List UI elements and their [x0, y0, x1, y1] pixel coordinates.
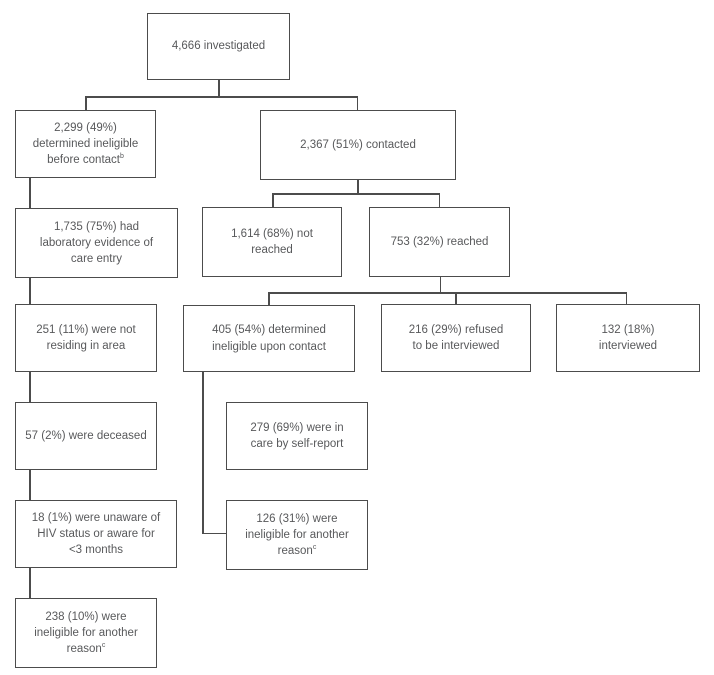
connector-line	[356, 96, 358, 111]
connector-line	[85, 96, 87, 111]
footnote-marker-b: b	[119, 153, 124, 161]
connector-line	[357, 179, 359, 194]
connector-line	[29, 371, 31, 403]
connector-line	[272, 193, 274, 208]
flow-box-ineligible-another-126: 126 (31%) were ineligible for another re…	[226, 500, 368, 570]
flow-box-text: 1,614 (68%) not reached	[231, 227, 313, 256]
footnote-marker-c: c	[312, 544, 317, 552]
flow-box-text: 126 (31%) were ineligible for another re…	[245, 512, 349, 558]
flow-box-ineligible-before-contact: 2,299 (49%) determined ineligible before…	[15, 110, 156, 178]
flow-box-not-reached: 1,614 (68%) not reached	[202, 207, 342, 277]
connector-line	[29, 277, 31, 305]
flow-box-reached: 753 (32%) reached	[369, 207, 510, 277]
flow-box-text: 753 (32%) reached	[390, 235, 489, 248]
connector-line	[202, 532, 227, 534]
flow-box-text: 238 (10%) were ineligible for another re…	[34, 610, 138, 656]
flow-box-text: 279 (69%) were in care by self-report	[250, 421, 344, 450]
flow-box-interviewed: 132 (18%) interviewed	[556, 304, 700, 372]
flow-box-deceased: 57 (2%) were deceased	[15, 402, 157, 470]
flow-box-text: 18 (1%) were unaware of HIV status or aw…	[31, 511, 161, 557]
connector-line	[29, 177, 31, 209]
connector-line	[29, 469, 31, 501]
flow-box-ineligible-upon-contact: 405 (54%) determined ineligible upon con…	[183, 305, 355, 372]
flow-box-text: 57 (2%) were deceased	[25, 429, 147, 442]
flow-box-text: 4,666 investigated	[171, 40, 266, 53]
connector-line	[202, 371, 204, 534]
flow-box-unaware-hiv: 18 (1%) were unaware of HIV status or aw…	[15, 500, 177, 568]
flow-box-refused: 216 (29%) refused to be interviewed	[381, 304, 531, 372]
connector-line	[272, 193, 440, 195]
flow-box-not-residing: 251 (11%) were not residing in area	[15, 304, 157, 372]
flow-box-lab-evidence: 1,735 (75%) had laboratory evidence of c…	[15, 208, 178, 278]
connector-line	[29, 567, 31, 599]
flow-box-text: 251 (11%) were not residing in area	[36, 323, 136, 352]
connector-line	[85, 96, 358, 98]
connector-line	[455, 292, 457, 305]
flow-box-text: 216 (29%) refused to be interviewed	[408, 323, 504, 352]
flow-box-contacted: 2,367 (51%) contacted	[260, 110, 456, 180]
flow-box-text: 2,299 (49%) determined ineligible before…	[32, 121, 139, 167]
flow-box-text: 1,735 (75%) had laboratory evidence of c…	[39, 220, 154, 266]
footnote-marker-c: c	[101, 642, 106, 650]
connector-line	[439, 276, 441, 293]
connector-line	[625, 292, 627, 305]
flow-box-ineligible-another-238: 238 (10%) were ineligible for another re…	[15, 598, 157, 668]
flow-box-text: 132 (18%) interviewed	[598, 323, 658, 352]
flow-box-investigated: 4,666 investigated	[147, 13, 290, 80]
flow-box-text: 405 (54%) determined ineligible upon con…	[212, 324, 326, 353]
connector-line	[438, 193, 440, 208]
flow-box-in-care-self-report: 279 (69%) were in care by self-report	[226, 402, 368, 470]
connector-line	[268, 292, 270, 305]
flow-box-text: 2,367 (51%) contacted	[300, 138, 416, 151]
connector-line	[218, 80, 220, 97]
connector-line	[268, 292, 627, 294]
